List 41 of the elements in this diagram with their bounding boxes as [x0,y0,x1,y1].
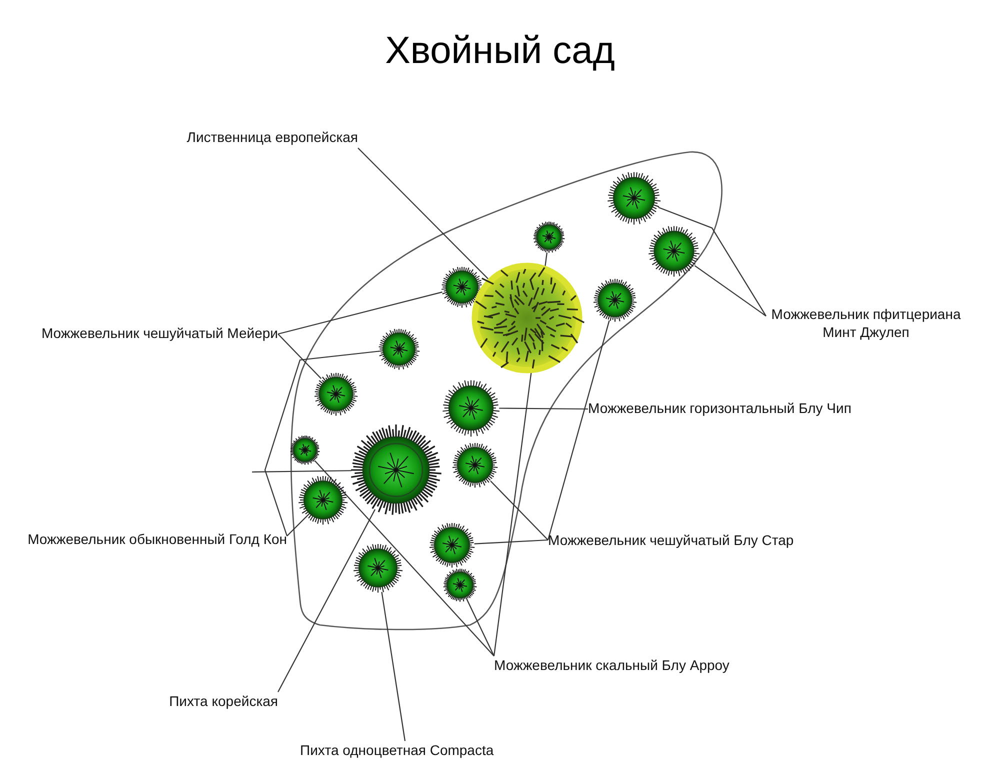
plant-label: Пихта одноцветная Compacta [300,741,600,759]
plant-label: Можжевельник чешуйчатый Блу Стар [548,531,888,549]
shrub-drawing [442,379,500,437]
title: Хвойный сад [384,29,616,74]
leader-line [499,408,588,410]
leader-line [278,292,442,335]
leader-line [466,600,494,656]
leader-line [474,539,548,544]
plant-label: Можжевельник чешуйчатый Мейери [8,324,278,342]
leader-line [252,470,352,473]
leader-line [314,460,494,656]
leader-line [358,148,488,280]
shrub-drawing [533,221,565,253]
leader-line [490,480,548,540]
leader-line [264,350,379,536]
leader-line [286,516,306,536]
leader-line [547,320,610,540]
shrub-drawing [607,171,661,225]
shrub-drawing [298,475,348,525]
plant-label: Можжевельник горизонтальный Блу Чип [588,399,958,417]
shrub-drawing [593,278,637,322]
leader-line [278,509,376,692]
shrub-drawing [290,435,320,465]
shrub-drawing [378,328,420,370]
plant-label: Пихта корейская [118,692,278,710]
leader-line [381,592,406,742]
shrub-drawing [429,522,475,568]
leader-line [694,265,766,316]
tree-drawing [470,261,584,375]
shrub-drawing [443,568,477,602]
leader-line [278,334,322,380]
shrub-drawing [452,442,498,488]
plant-label: Можжевельник скальный Блу Арроу [494,656,824,674]
leader-line [658,206,766,316]
tree-drawing [350,424,442,516]
shrub-drawing [314,372,358,416]
plant-label: Лиственница европейская [100,128,358,146]
shrub-drawing [353,543,403,593]
shrub-drawing [648,225,700,277]
plant-label: Можжевельник пфитцериана Минт Джулеп [766,305,966,341]
plant-label: Можжевельник обыкновенный Голд Кон [2,530,287,548]
